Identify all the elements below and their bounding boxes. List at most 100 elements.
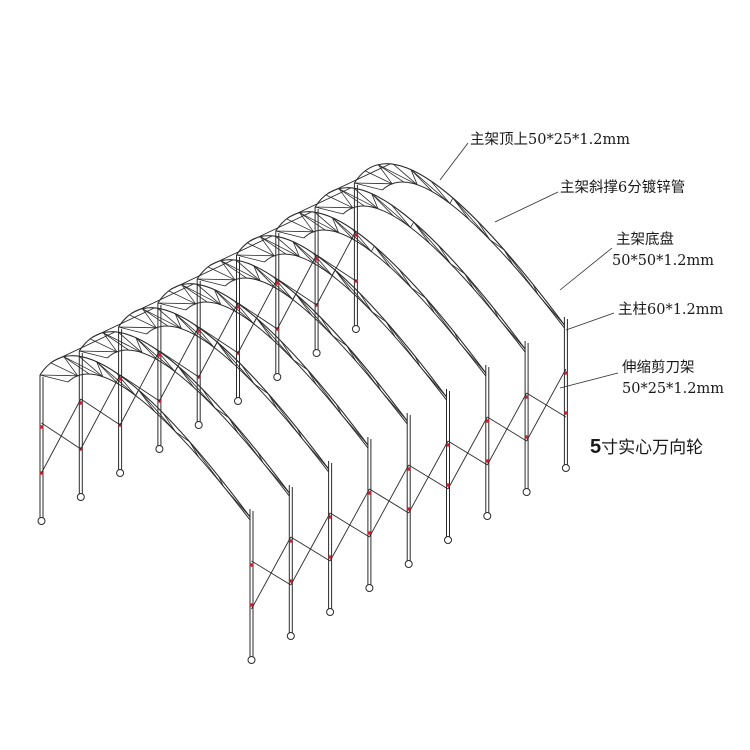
truss-vertical	[135, 337, 158, 361]
post-joint-1	[196, 329, 201, 333]
roof-brace	[52, 331, 116, 362]
leader-lines	[439, 142, 619, 389]
truss-vertical	[275, 235, 300, 258]
caster-wheel-left	[234, 397, 242, 405]
roof-brace	[170, 259, 234, 290]
caster-wheel-right	[444, 536, 452, 544]
scissor-bar	[251, 536, 292, 610]
truss-vertical	[353, 187, 379, 210]
post-joint-4	[328, 555, 332, 559]
truss-diagonals	[39, 356, 251, 518]
truss-vertical	[196, 283, 222, 306]
truss-vertical	[437, 244, 452, 265]
truss-vertical	[168, 290, 196, 305]
scissor-bar	[369, 464, 410, 538]
post-joint-4	[249, 603, 254, 607]
truss-vertical	[477, 220, 491, 241]
truss-vertical	[371, 193, 394, 217]
post-joint-1	[79, 401, 83, 405]
frame-1	[37, 355, 256, 664]
leader-line-3	[559, 247, 613, 291]
caster-wheel-right	[365, 584, 374, 592]
frame-6	[234, 235, 452, 544]
scissor-bar	[41, 398, 82, 474]
truss-vertical	[325, 194, 354, 209]
roof-brace	[288, 187, 352, 218]
post-joint-3	[564, 371, 568, 375]
truss-diagonals	[275, 212, 487, 374]
truss-diagonals	[118, 308, 329, 470]
truss-vertical	[319, 316, 334, 337]
caster-wheel-left	[194, 421, 203, 429]
truss-vertical	[174, 313, 198, 337]
caster-wheel-left	[312, 349, 321, 357]
caster-wheel-left	[273, 373, 282, 381]
caster-wheel-left	[76, 493, 85, 501]
post-joint-4	[564, 411, 568, 415]
scissor-bar	[408, 440, 449, 514]
truss-vertical	[236, 254, 265, 263]
truss-diagonals	[354, 164, 565, 326]
caster-wheel-right	[522, 488, 531, 496]
post-joint-4	[289, 579, 293, 583]
top-chord	[196, 259, 408, 422]
scissor-set-3	[119, 283, 370, 562]
truss-vertical	[286, 218, 314, 233]
scissor-bar	[526, 368, 567, 442]
top-chord	[353, 163, 565, 326]
truss-vertical	[247, 242, 275, 257]
truss-vertical	[50, 362, 78, 377]
post-joint-3	[485, 419, 490, 423]
roof-brace	[249, 211, 312, 242]
truss-vertical	[393, 163, 418, 186]
caster-wheel-right	[247, 656, 256, 664]
label-caster-text: 寸实心万向轮	[601, 438, 704, 458]
truss-vertical	[364, 170, 393, 185]
arch-frames	[37, 163, 570, 664]
bottom-chord	[342, 205, 526, 353]
label-main-post: 主柱60*1.2mm	[618, 302, 724, 318]
top-chord	[39, 355, 251, 518]
truss-vertical	[96, 361, 119, 385]
frame-3	[116, 307, 335, 616]
post-joint-1	[354, 233, 358, 237]
truss-vertical	[280, 340, 294, 361]
leader-line-1	[439, 142, 469, 181]
scissor-set-1	[41, 331, 292, 610]
scissor-set-5	[198, 235, 449, 514]
scissor-bar	[316, 230, 357, 306]
scissor-bar	[198, 302, 239, 378]
label-scissor-frame-size: 50*25*1.2mm	[622, 381, 724, 397]
frame-9	[351, 163, 570, 472]
truss-vertical	[314, 211, 339, 234]
frame-8	[312, 187, 531, 496]
truss-vertical	[359, 292, 373, 313]
truss-diagonals	[197, 260, 408, 422]
truss-vertical	[157, 302, 186, 311]
top-chord	[314, 187, 526, 350]
label-caster-wheel: 5寸实心万向轮	[590, 437, 703, 458]
truss-vertical	[214, 289, 237, 313]
top-chord	[118, 307, 330, 470]
post-joint-3	[446, 443, 450, 447]
caster-wheel-left	[116, 469, 125, 477]
truss-vertical	[39, 374, 69, 383]
post-joint-4	[485, 459, 490, 463]
truss-vertical	[118, 326, 147, 335]
roof-brace	[92, 307, 155, 338]
leader-line-4	[565, 312, 615, 331]
leader-line-2	[494, 191, 559, 223]
scissor-bar	[159, 326, 200, 402]
post-joint-1	[118, 377, 122, 381]
scissor-bar	[447, 416, 488, 490]
truss-vertical	[354, 182, 383, 191]
truss-vertical	[118, 331, 143, 354]
top-chord	[275, 211, 487, 374]
scissor-bar	[486, 392, 527, 466]
post-joint-4	[367, 531, 372, 535]
label-caster-digit: 5	[590, 436, 602, 458]
top-chord	[78, 331, 290, 494]
scissor-set-2	[80, 307, 331, 586]
